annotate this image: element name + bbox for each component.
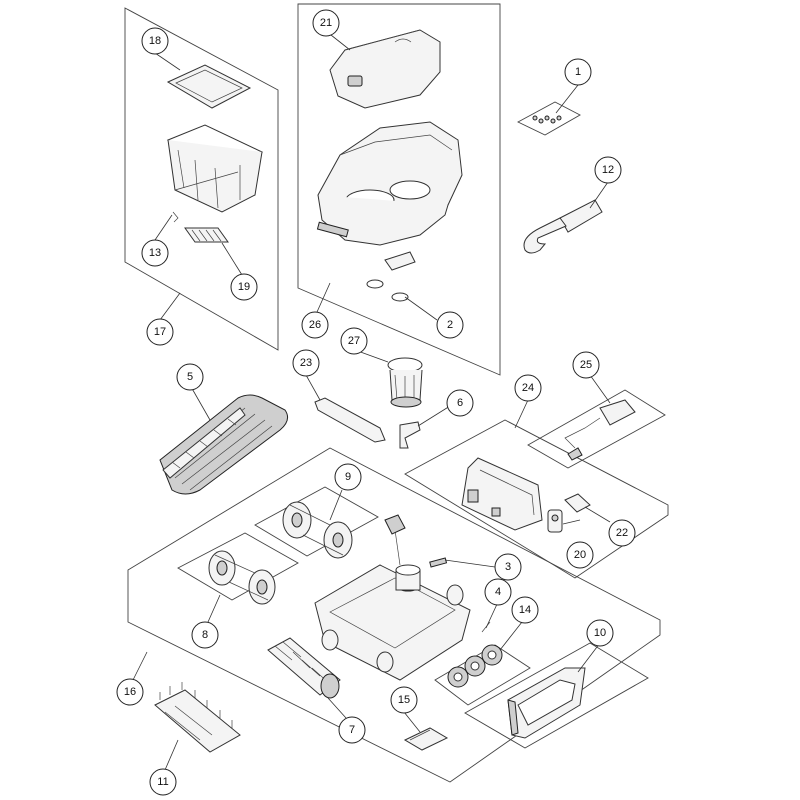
callout-9: 9 [334, 463, 362, 491]
chassis-part [314, 514, 471, 681]
card-part [403, 727, 449, 751]
svg-text:27: 27 [348, 335, 360, 347]
svg-text:12: 12 [602, 164, 614, 176]
svg-text:24: 24 [522, 382, 534, 394]
hook-tool-part [523, 199, 603, 254]
group-16-chassis-box [127, 447, 661, 783]
spring-roller-part [267, 637, 341, 699]
wheels-set-9-part [282, 501, 353, 559]
tracks-part [159, 394, 289, 495]
svg-text:16: 16 [124, 686, 136, 698]
group-9-wheels-box [254, 486, 379, 557]
svg-text:2: 2 [447, 319, 453, 331]
svg-text:23: 23 [300, 357, 312, 369]
screws-part [532, 115, 562, 124]
swivel-part [399, 421, 421, 449]
callout-3: 3 [494, 553, 522, 581]
svg-text:15: 15 [398, 694, 410, 706]
filter-screen-part [184, 227, 229, 243]
callout-23: 23 [292, 349, 320, 377]
svg-text:8: 8 [202, 629, 208, 641]
callout-4: 4 [484, 578, 512, 606]
callout-5: 5 [176, 363, 204, 391]
svg-text:13: 13 [149, 247, 161, 259]
gears-part [447, 644, 503, 688]
callout-19: 19 [230, 273, 258, 301]
impeller-cage-part [387, 357, 423, 408]
callout-15: 15 [390, 686, 418, 714]
connector-plate-part [564, 493, 591, 513]
brush-part [154, 682, 241, 753]
group-10-brush-holder-box [464, 642, 649, 749]
group-26-body-box [297, 3, 501, 376]
svg-text:6: 6 [457, 397, 463, 409]
screw-part [481, 621, 491, 633]
callout-13: 13 [141, 239, 169, 267]
callout-20: 20 [566, 541, 594, 569]
svg-text:22: 22 [616, 527, 628, 539]
callout-22: 22 [608, 519, 636, 547]
callout-16: 16 [116, 678, 144, 706]
callout-12: 12 [594, 156, 622, 184]
callout-24: 24 [514, 374, 542, 402]
power-adapter-part [564, 399, 636, 461]
filter-basket-part [166, 124, 264, 213]
callout-21: 21 [312, 9, 340, 37]
svg-text:25: 25 [580, 359, 592, 371]
svg-text:18: 18 [149, 35, 161, 47]
callout-26: 26 [301, 311, 329, 339]
power-supply-housing-part [461, 457, 543, 531]
body-shell-part [316, 121, 463, 302]
callout-27: 27 [340, 327, 368, 355]
svg-text:26: 26 [309, 319, 321, 331]
svg-text:1: 1 [575, 66, 581, 78]
callout-8: 8 [191, 621, 219, 649]
callout-25: 25 [572, 351, 600, 379]
callout-17: 17 [146, 318, 174, 346]
svg-text:21: 21 [320, 17, 332, 29]
wheels-set-8-part [208, 550, 276, 605]
callout-14: 14 [511, 596, 539, 624]
filter-clip-part [172, 211, 179, 223]
callout-10: 10 [586, 619, 614, 647]
group-25-psu-box [527, 389, 666, 469]
svg-text:17: 17 [154, 326, 166, 338]
callout-7: 7 [338, 716, 366, 744]
svg-text:9: 9 [345, 471, 351, 483]
pin-part [429, 557, 448, 568]
handle-part [314, 397, 386, 443]
group-1-screws-box [517, 101, 581, 136]
svg-text:7: 7 [349, 724, 355, 736]
svg-text:5: 5 [187, 371, 193, 383]
switch-part [547, 509, 563, 533]
group-17-filter-box [124, 7, 279, 351]
svg-text:20: 20 [574, 549, 586, 561]
svg-text:19: 19 [238, 281, 250, 293]
callout-2: 2 [436, 311, 464, 339]
svg-text:14: 14 [519, 604, 531, 616]
svg-text:3: 3 [505, 561, 511, 573]
callout-6: 6 [446, 389, 474, 417]
svg-text:11: 11 [157, 776, 168, 788]
svg-text:10: 10 [594, 627, 606, 639]
group-8-wheels-box [177, 532, 299, 601]
filter-lid-part [166, 64, 252, 109]
callout-18: 18 [141, 27, 169, 55]
callout-11: 11 [149, 768, 177, 796]
brush-holder-part [507, 667, 586, 739]
svg-text:4: 4 [495, 586, 501, 598]
callout-1: 1 [564, 58, 592, 86]
top-cover-part [329, 29, 441, 109]
